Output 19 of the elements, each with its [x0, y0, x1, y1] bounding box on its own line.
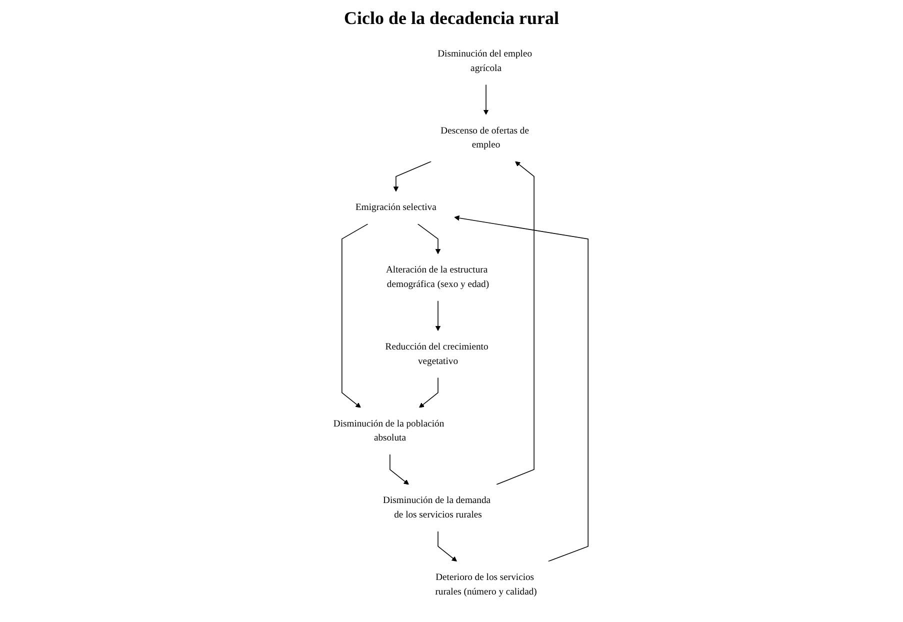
arrow: [390, 454, 409, 485]
node-text: Reducción del crecimiento vegetativo: [385, 342, 488, 366]
node-text: Disminución de la población absoluta: [333, 418, 444, 444]
node-text: Deterioro de los servicios rurales (número y calidad): [435, 572, 537, 597]
node-text: Descenso de ofertas de empleo: [440, 125, 529, 150]
arrow: [496, 161, 534, 485]
arrow: [438, 530, 457, 562]
arrow: [418, 377, 438, 408]
arrow: [435, 300, 441, 332]
arrow: [454, 215, 588, 562]
arrow: [342, 224, 368, 408]
node-text: Disminución del empleo agrícola: [438, 48, 532, 74]
arrow: [417, 224, 441, 254]
node-text: Disminución de la demanda de los servicios rurales: [383, 495, 491, 520]
node-text: Emigración selectiva: [356, 202, 436, 213]
node-text: Alteración de la estructura demográfica (sexo y edad): [386, 264, 490, 290]
diagram-title: Ciclo de la decadencia rural: [343, 8, 560, 29]
arrow: [393, 161, 432, 192]
arrow: [483, 84, 489, 115]
